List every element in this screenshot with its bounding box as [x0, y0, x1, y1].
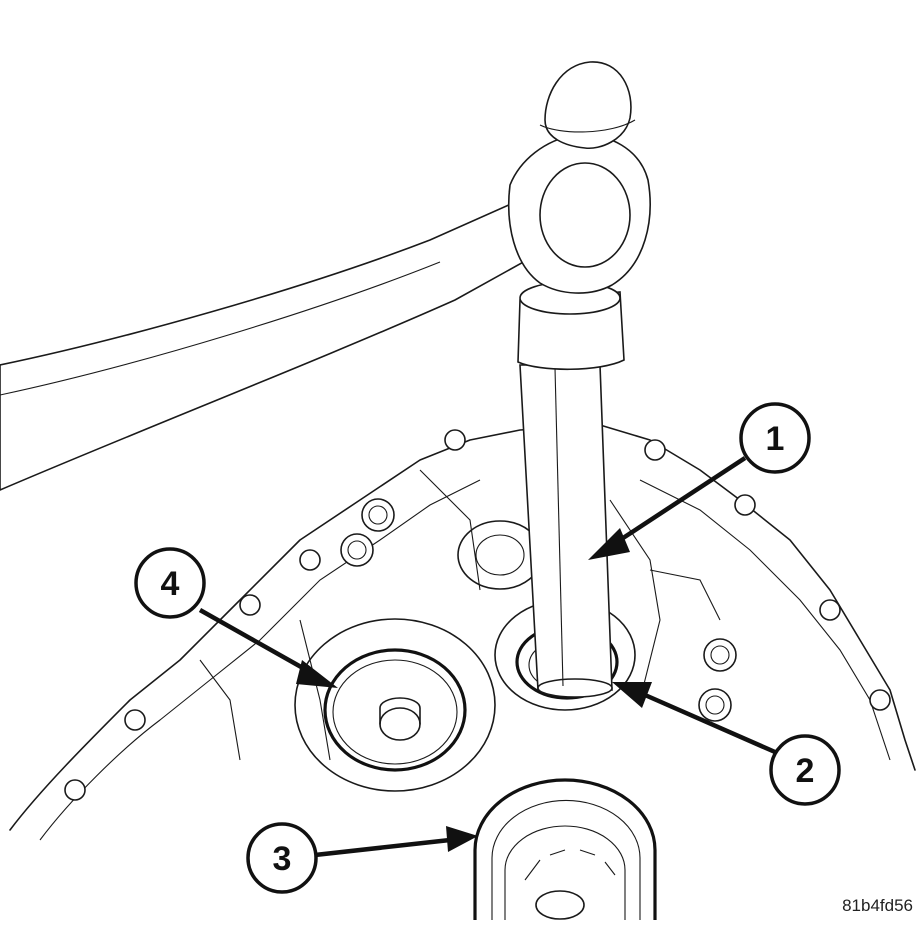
leader-2: [644, 692, 776, 755]
arrowhead-2: [612, 682, 652, 708]
callout-2-label: 2: [796, 752, 815, 790]
callout-1-label: 1: [766, 420, 785, 458]
callout-3-label: 3: [273, 840, 292, 878]
driver-handle: [519, 364, 613, 698]
transmission-case: [9, 424, 916, 841]
hammer-head: [507, 61, 651, 371]
leader-3: [314, 837, 451, 858]
callout-4: 4: [134, 547, 206, 619]
arrowhead-1: [588, 528, 630, 560]
figure-id: 81b4fd56: [842, 896, 913, 915]
leader-4: [198, 608, 312, 674]
callout-leaders: [198, 456, 776, 858]
threaded-inserts: [340, 498, 737, 722]
hammer-handle: [0, 198, 547, 491]
leader-1: [618, 456, 747, 542]
arrowhead-4: [296, 660, 338, 688]
callout-1: 1: [739, 402, 811, 474]
arrowhead-3: [446, 826, 478, 852]
bolt-bosses: [64, 429, 891, 801]
lower-bore: [473, 778, 657, 920]
callout-4-label: 4: [161, 565, 180, 603]
left-bore: [294, 618, 496, 792]
callout-3: 3: [246, 822, 318, 894]
callout-2: 2: [769, 734, 841, 806]
